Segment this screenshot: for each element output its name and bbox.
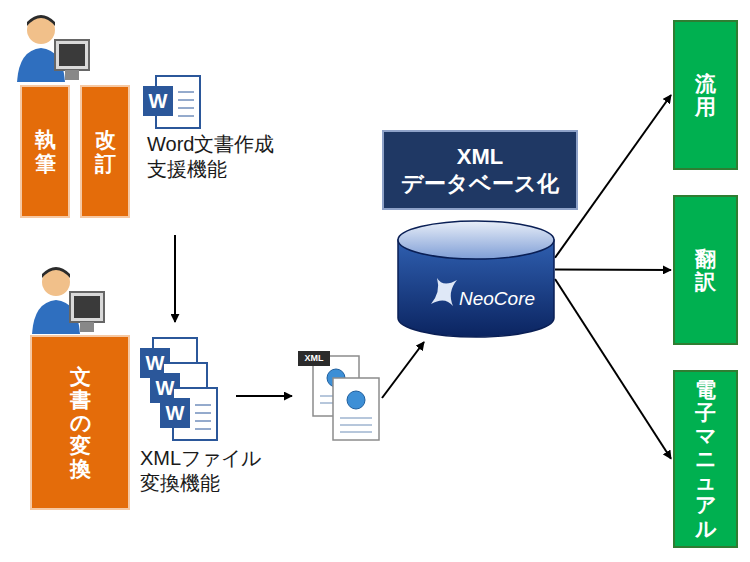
cylinder-top [398,221,554,259]
box-label: 執筆 [35,128,56,174]
logo-mark [431,278,457,306]
flow-arrow [382,342,424,398]
connector-arrow [555,279,671,459]
box-label: 翻訳 [695,247,716,293]
output-box: 電子マニュアル [673,370,738,548]
output-box: 流用 [673,20,738,170]
logo-letter: W [161,399,189,427]
person-icon [17,15,89,82]
function-caption: Word文書作成 支援機能 [147,132,322,182]
logo-letter: W [151,374,179,402]
function-caption: XMLファイル 変換機能 [140,446,315,496]
file-tag: XML [299,352,329,365]
logo-letter: W [141,349,169,377]
xml-file-icon [298,351,379,440]
box-label: 文書の変換 [70,365,91,480]
box-label: 電子マニュアル [695,378,716,540]
title-box: XML データベース化 [382,130,578,210]
output-box: 翻訳 [673,195,738,345]
task-box: 文書の変換 [30,335,130,510]
box-label: 改訂 [95,128,116,174]
logo-letter: W [144,87,172,115]
flow-arrow [174,235,176,322]
connector-arrow [555,269,671,271]
cylinder-shape [397,220,555,338]
box-label: XML データベース化 [395,143,565,198]
flow-arrow [236,395,292,397]
task-box: 執筆 [20,85,70,218]
word-icon [143,76,200,128]
box-label: NeoCore [459,288,535,310]
person-icon [32,267,104,334]
database-cylinder: NeoCore [397,220,555,338]
task-box: 改訂 [80,85,130,218]
box-label: 流用 [695,72,716,118]
